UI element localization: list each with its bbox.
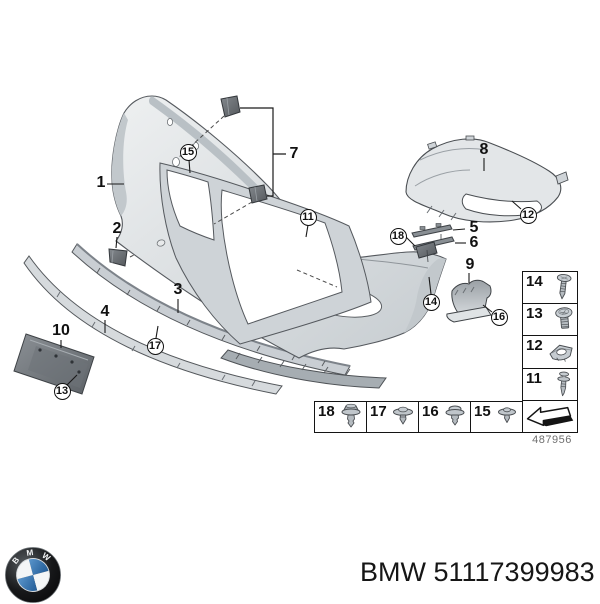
self-tapping-screw-icon bbox=[556, 273, 572, 299]
callout-3: 3 bbox=[173, 281, 183, 298]
callout-5: 5 bbox=[469, 219, 479, 236]
grille-trim-part-15 bbox=[159, 162, 372, 345]
legend-num-13: 13 bbox=[526, 305, 543, 323]
bmw-roundel-logo: B M W bbox=[5, 547, 61, 603]
callout-13: 13 bbox=[53, 382, 71, 400]
legend-cell-15: 15 bbox=[470, 402, 522, 432]
fastener-legend-side: 14 13 12 bbox=[522, 271, 578, 433]
legend-num-16: 16 bbox=[422, 403, 439, 420]
callout-10: 10 bbox=[52, 322, 70, 339]
legend-num-11: 11 bbox=[526, 369, 542, 387]
trim-strip-part-4 bbox=[23, 255, 283, 395]
svg-text:W: W bbox=[40, 551, 52, 563]
legend-row-13: 13 bbox=[523, 303, 577, 335]
legend-num-15: 15 bbox=[474, 403, 491, 420]
expansion-rivet-icon bbox=[557, 371, 571, 397]
callout-18: 18 bbox=[389, 227, 407, 245]
expansion-clip-icon bbox=[445, 405, 465, 426]
mount-strip-part-5 bbox=[411, 223, 453, 238]
speed-nut-clip-icon bbox=[549, 344, 573, 362]
license-plate-base-part-10 bbox=[13, 333, 95, 395]
drawing-number: 487956 bbox=[532, 434, 572, 446]
washer-clip-icon bbox=[498, 407, 516, 423]
legend-row-11: 11 bbox=[523, 367, 577, 400]
legend-row-14: 14 bbox=[523, 272, 577, 303]
legend-num-12: 12 bbox=[526, 337, 543, 355]
fastener-legend-bottom: 18 17 16 15 bbox=[314, 401, 523, 433]
callout-1: 1 bbox=[96, 174, 106, 191]
direction-arrow-icon bbox=[526, 407, 574, 427]
legend-num-18: 18 bbox=[318, 403, 335, 420]
leader-lines bbox=[60, 158, 522, 386]
callout-12: 12 bbox=[519, 206, 537, 224]
callout-7: 7 bbox=[289, 145, 299, 162]
roundel-letters: B M W bbox=[11, 548, 53, 566]
legend-cell-16: 16 bbox=[418, 402, 470, 432]
part-number-label: BMW 51117399983 bbox=[360, 557, 595, 587]
legend-num-14: 14 bbox=[526, 273, 543, 290]
legend-cell-17: 17 bbox=[366, 402, 418, 432]
callout-15: 15 bbox=[179, 143, 197, 161]
svg-text:M: M bbox=[26, 548, 34, 558]
callout-17: 17 bbox=[146, 337, 164, 355]
round-head-screw-icon bbox=[555, 307, 573, 329]
side-bracket-part-9 bbox=[446, 279, 492, 323]
callout-16: 16 bbox=[490, 308, 508, 326]
callout-14: 14 bbox=[422, 293, 440, 311]
legend-num-17: 17 bbox=[370, 403, 387, 420]
cover-flaps-part-7 bbox=[177, 95, 286, 225]
callout-8: 8 bbox=[479, 141, 489, 158]
bracket-part-18 bbox=[415, 241, 438, 263]
callout-4: 4 bbox=[100, 303, 110, 320]
callout-11: 11 bbox=[299, 208, 317, 226]
legend-row-arrow bbox=[523, 399, 577, 432]
svg-text:B: B bbox=[11, 555, 22, 565]
expansion-clip-icon bbox=[341, 403, 361, 428]
legend-row-12: 12 bbox=[523, 335, 577, 367]
roundel-quadrants bbox=[16, 558, 50, 592]
legend-cell-18: 18 bbox=[315, 402, 366, 432]
callout-9: 9 bbox=[465, 256, 475, 273]
callout-2: 2 bbox=[112, 220, 122, 237]
washer-clip-icon bbox=[393, 406, 413, 425]
splitter-blade bbox=[220, 349, 387, 389]
callout-6: 6 bbox=[469, 234, 479, 251]
